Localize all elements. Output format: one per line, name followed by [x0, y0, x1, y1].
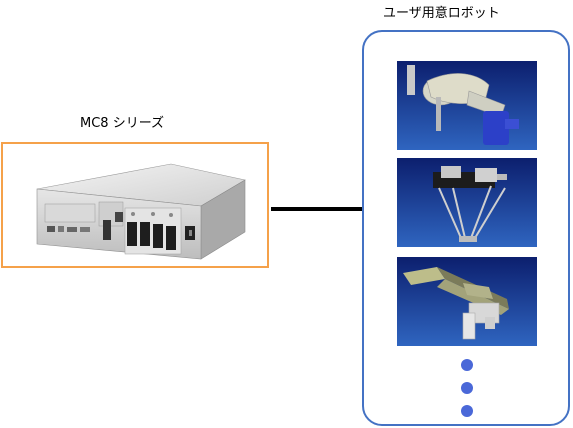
cartesian-robot-icon — [397, 257, 537, 346]
connection-line — [271, 207, 362, 211]
delta-parallel-robot-icon — [397, 158, 537, 247]
robot-image-scara — [397, 61, 537, 150]
robot-image-delta — [397, 158, 537, 247]
more-robots-dot — [461, 382, 473, 394]
user-robots-title: ユーザ用意ロボット — [383, 6, 500, 21]
scara-robot-icon — [397, 61, 537, 150]
robot-image-cartesian — [397, 257, 537, 346]
more-robots-dot — [461, 359, 473, 371]
controller-title: MC8 シリーズ — [80, 116, 165, 131]
controller-box — [1, 142, 269, 268]
user-robots-panel — [362, 30, 570, 426]
more-robots-dot — [461, 405, 473, 417]
mc8-controller-unit-icon — [36, 163, 246, 260]
